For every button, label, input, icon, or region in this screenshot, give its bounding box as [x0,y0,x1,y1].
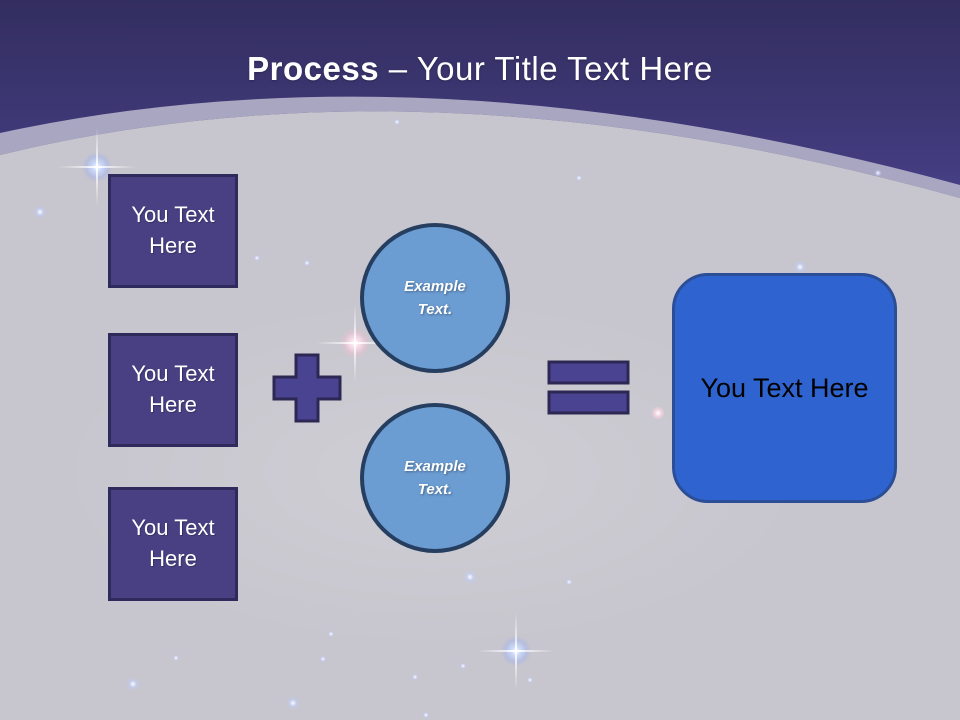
input-box-2[interactable]: You Text Here [108,333,238,447]
star-sparkle [340,328,370,358]
input-box-1-label: You Text Here [131,202,215,258]
example-circle-1[interactable]: Example Text. [360,223,510,373]
star-sparkle [172,654,180,662]
curve-body-edge [0,111,960,260]
star-sparkle [327,630,335,638]
star-sparkle [463,570,477,584]
equals-icon [547,360,630,415]
curve-band [0,96,960,198]
star-sparkle [526,676,534,684]
slide-title: Process – Your Title Text Here [0,50,960,88]
star-sparkle [459,662,467,670]
star-sparkle [411,673,419,681]
input-box-3-label: You Text Here [131,515,215,571]
header-curve [0,96,960,260]
plus-icon [272,353,342,423]
title-subtitle: – Your Title Text Here [379,50,713,87]
example-circle-2-label: Example Text. [404,457,466,498]
input-box-1[interactable]: You Text Here [108,174,238,288]
star-sparkle [286,696,300,710]
star-sparkle [126,677,140,691]
title-keyword: Process [247,50,380,87]
star-sparkle [422,711,430,719]
example-circle-2[interactable]: Example Text. [360,403,510,553]
star-sparkle [501,636,531,666]
result-box[interactable]: You Text Here [672,273,897,503]
example-circle-1-label: Example Text. [404,277,466,318]
input-box-3[interactable]: You Text Here [108,487,238,601]
result-box-label: You Text Here [700,372,869,403]
star-sparkle [319,655,327,663]
input-box-2-label: You Text Here [131,361,215,417]
star-sparkle [651,406,665,420]
star-sparkle [793,260,807,274]
star-sparkle [303,259,311,267]
star-sparkle [565,578,573,586]
